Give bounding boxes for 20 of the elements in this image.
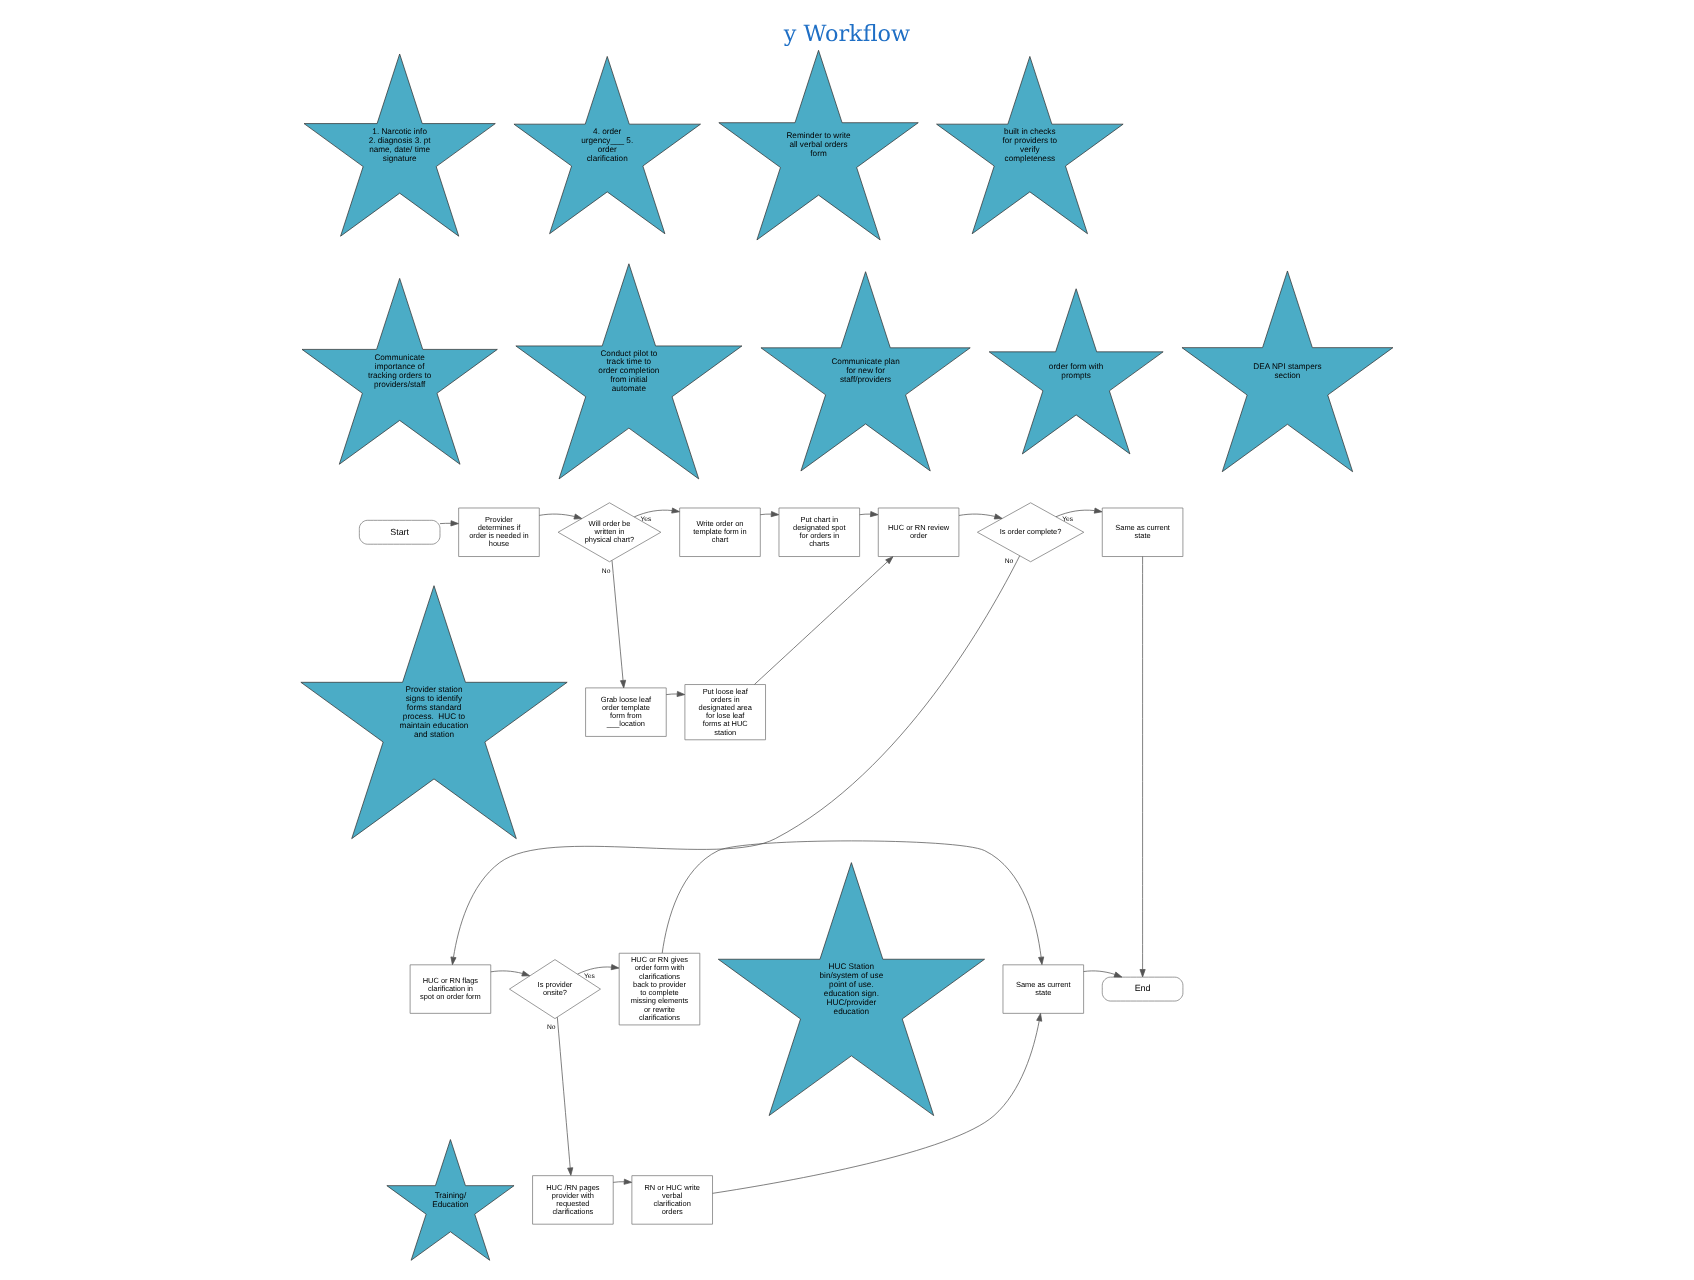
arrow bbox=[633, 507, 680, 518]
arrow bbox=[661, 840, 1045, 965]
arrow bbox=[612, 1178, 633, 1185]
arrow bbox=[556, 1016, 574, 1176]
arrow bbox=[665, 691, 686, 697]
arrow bbox=[439, 520, 459, 527]
arrow bbox=[1055, 507, 1103, 518]
arrow bbox=[958, 513, 1003, 520]
arrow bbox=[759, 511, 780, 518]
arrow bbox=[1139, 556, 1146, 978]
arrow bbox=[490, 970, 531, 977]
arrow bbox=[712, 1013, 1043, 1194]
arrow bbox=[754, 556, 894, 685]
arrow bbox=[611, 560, 627, 689]
arrow bbox=[1083, 970, 1123, 978]
arrow bbox=[859, 511, 879, 518]
diagram-title: y Workflow bbox=[783, 20, 911, 47]
arrow bbox=[577, 964, 620, 975]
arrow bbox=[538, 513, 583, 520]
arrow bbox=[450, 555, 1020, 966]
